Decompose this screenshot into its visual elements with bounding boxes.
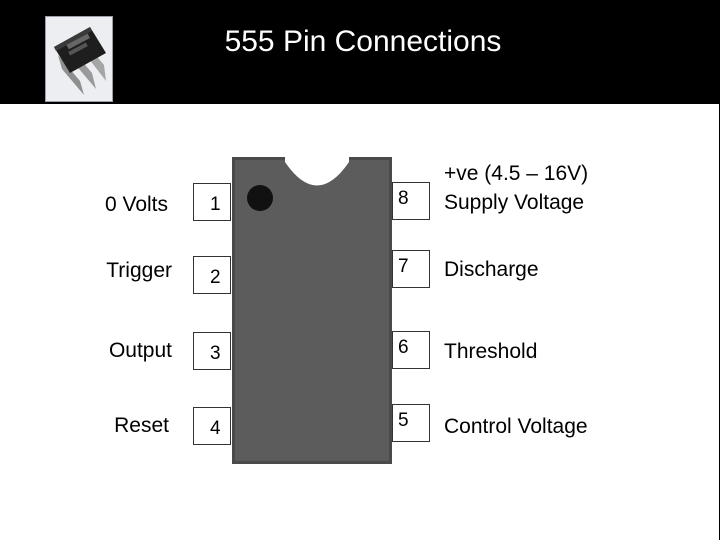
pin-number: 3: [210, 343, 221, 364]
pin-2-label: Trigger: [106, 259, 172, 282]
pin1-indicator-dot: [247, 185, 273, 211]
pin-5-box: 5: [392, 404, 430, 442]
pin-number: 2: [210, 267, 221, 288]
pin-7-box: 7: [392, 250, 430, 288]
pin-number: 1: [210, 194, 221, 215]
pin-number: 6: [398, 337, 409, 358]
pin-6-label: Threshold: [444, 340, 538, 363]
pin-3-box: 3: [193, 332, 231, 370]
ic-chip-photo: [45, 16, 113, 102]
pin-6-box: 6: [392, 331, 430, 369]
pin-number: 4: [210, 418, 221, 439]
chip-notch: [285, 157, 349, 186]
pin-8-box: 8: [392, 182, 430, 220]
pin-4-box: 4: [193, 407, 231, 445]
pin-4-label: Reset: [114, 414, 169, 437]
pin-8-label-line2: Supply Voltage: [444, 191, 585, 214]
pin-1-label: 0 Volts: [104, 193, 168, 216]
header-bar: 555 Pin Connections: [0, 0, 720, 104]
pin-5-label: Control Voltage: [444, 415, 588, 438]
pin-number: 7: [398, 256, 409, 277]
pin-3-label: Output: [108, 339, 172, 362]
pin-7-label: Discharge: [444, 258, 539, 281]
page-title: 555 Pin Connections: [224, 25, 502, 58]
pin-8-label-line1: +ve (4.5 – 16V): [444, 162, 589, 185]
pin-1-box: 1: [193, 183, 231, 221]
pin-number: 8: [398, 188, 409, 209]
pin-2-box: 2: [193, 256, 231, 294]
pin-number: 5: [398, 410, 409, 431]
